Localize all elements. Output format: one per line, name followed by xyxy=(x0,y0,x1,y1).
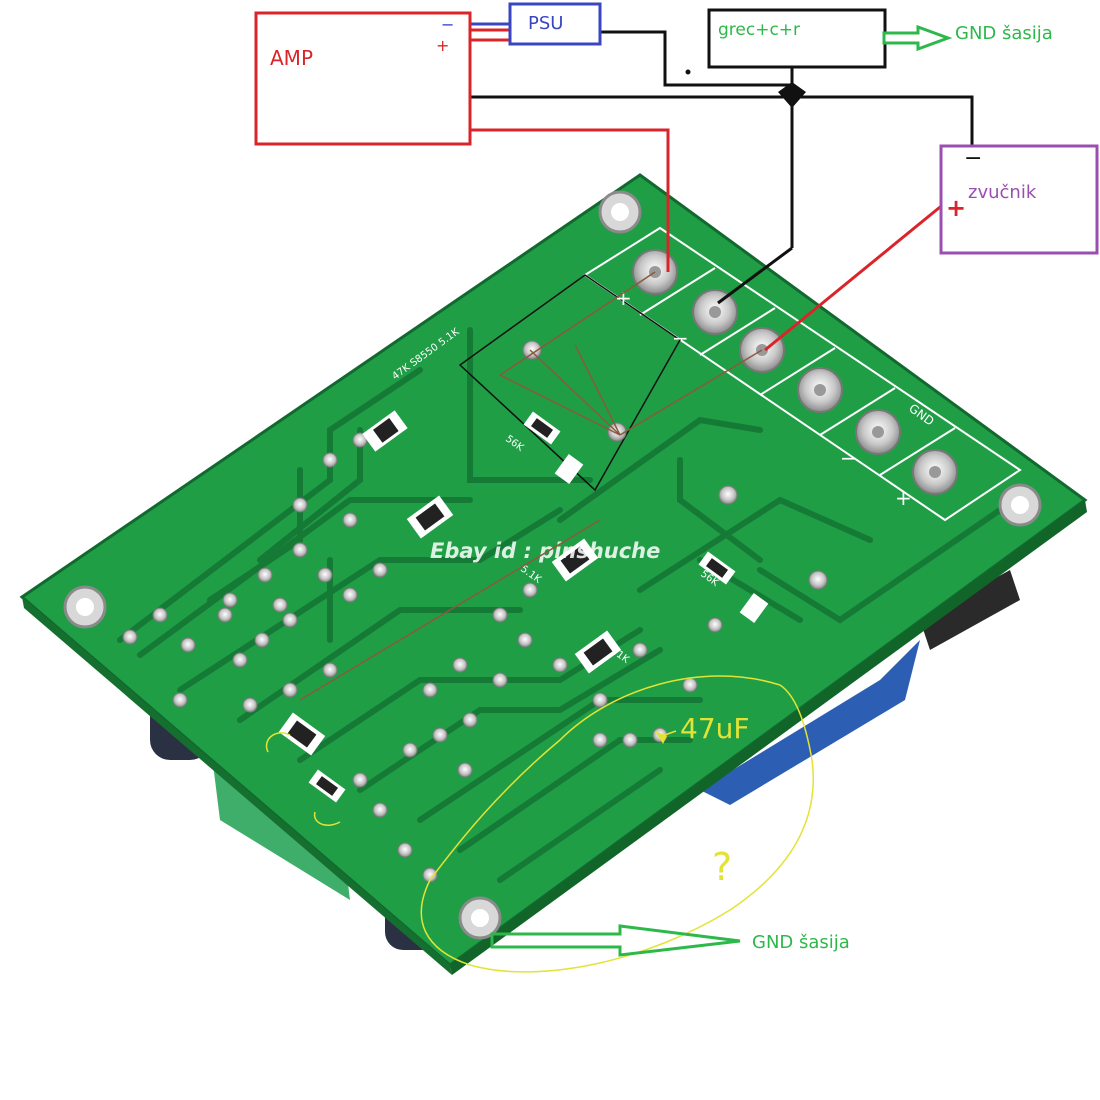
speaker-label: zvučnik xyxy=(968,182,1037,203)
internal-bridge-lines xyxy=(299,271,763,701)
terminal-mark-4: + xyxy=(895,486,912,510)
watermark: Ebay id : pinshuche xyxy=(430,539,660,563)
cap-pointer xyxy=(655,731,667,744)
smd-parts xyxy=(278,410,769,803)
psu-box xyxy=(508,2,602,46)
yellow-annotation: 47uF ? xyxy=(265,675,814,973)
smd-resistor-2 xyxy=(583,638,613,666)
blue-terminal-block xyxy=(700,640,920,805)
mount-hole-right xyxy=(998,483,1042,527)
gnd-chassis-top: GND šasija xyxy=(882,23,1053,52)
amp-label: AMP xyxy=(270,46,313,70)
ground-filter-block: grec+c+r xyxy=(707,8,887,69)
screw-4 xyxy=(797,367,843,413)
smd-cap-pad xyxy=(554,454,584,484)
signal-wires xyxy=(470,28,946,352)
smd-resistor-1 xyxy=(415,503,445,531)
psu-block: PSU xyxy=(508,2,602,46)
gnd-chassis-bottom: GND šasija xyxy=(490,924,850,957)
gnd-arrow-bottom xyxy=(490,924,741,957)
smd-resistor-3 xyxy=(530,418,554,438)
yellow-mark-2 xyxy=(313,811,341,826)
ground-filter-label: grec+c+r xyxy=(718,20,800,40)
terminal-mark-1: + xyxy=(615,286,632,310)
ground-dot xyxy=(685,69,691,75)
mount-hole-bottom xyxy=(458,896,502,940)
cap-label: 47uF xyxy=(680,712,749,745)
smd-resistor-6 xyxy=(315,776,339,796)
ground-junction xyxy=(778,82,806,108)
cap-pointer-line xyxy=(658,730,677,738)
screw-6 xyxy=(912,449,958,495)
mount-hole-top xyxy=(598,190,642,234)
solder-pads xyxy=(122,340,828,883)
gnd-chassis-top-label: GND šasija xyxy=(955,23,1053,44)
dark-part xyxy=(920,570,1020,650)
terminal-silkscreen xyxy=(458,226,1022,522)
terminal-mark-3: − xyxy=(840,446,857,470)
amp-plus-mark: + xyxy=(436,36,449,55)
terminal-screws xyxy=(632,249,958,495)
speaker-block: zvučnik − + xyxy=(939,144,1099,255)
pcb-edge-right xyxy=(450,500,1087,975)
yellow-circle xyxy=(420,675,814,973)
screw-5 xyxy=(855,409,901,455)
amp-minus-mark: − xyxy=(441,15,454,34)
speaker-minus-mark: − xyxy=(964,146,982,171)
smd-transistor-2 xyxy=(560,546,590,574)
speaker-box xyxy=(939,144,1099,255)
yellow-mark-1 xyxy=(265,732,291,753)
amp-box xyxy=(254,11,472,146)
gnd-chassis-bottom-label: GND šasija xyxy=(752,932,850,953)
gnd-arrow-top xyxy=(882,24,953,52)
mount-hole-left xyxy=(63,585,107,629)
smd-resistor-5 xyxy=(287,720,317,748)
terminal-mark-2: − xyxy=(672,326,689,350)
smd-cap-pad-2 xyxy=(739,593,769,623)
wiring-overlay: AMP − + PSU grec+c+r GND šasija zvučnik … xyxy=(254,2,1099,973)
speaker-plus-mark: + xyxy=(946,194,966,222)
screw-2 xyxy=(692,289,738,335)
pcb-board: + − − + GND 56K 56K 5.1K 5.1K 47K S8550 … xyxy=(19,173,1088,975)
mounting-holes xyxy=(63,190,1042,940)
psu-label: PSU xyxy=(528,13,563,34)
question-mark: ? xyxy=(712,845,732,889)
smd-transistor xyxy=(373,418,399,443)
pcb-edge-front xyxy=(22,597,452,975)
smd-resistor-4 xyxy=(705,558,729,578)
amp-block: AMP − + xyxy=(254,11,472,146)
